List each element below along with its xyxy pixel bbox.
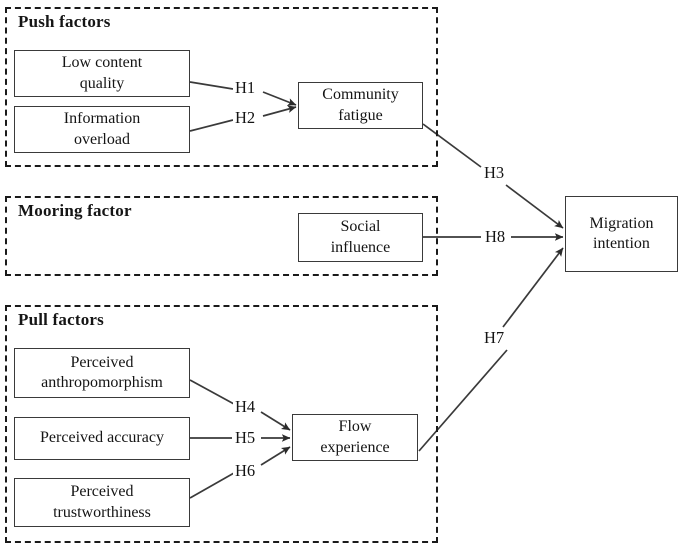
node-label-line2: influence [330, 238, 391, 256]
hypothesis-label-h8: H8 [483, 227, 508, 246]
node-label-line2: quality [79, 74, 125, 92]
node-label-line1: Perceived [70, 483, 134, 501]
hypothesis-label-h3: H3 [482, 163, 507, 182]
edge-h3-arrow [505, 184, 564, 229]
node-label-line1: Low content [61, 54, 143, 72]
node-label-line1: Community [322, 86, 399, 104]
node-label-line2: experience [320, 438, 390, 456]
node-label-line2: fatigue [338, 106, 383, 124]
node-community-fatigue[interactable]: Community fatigue [298, 82, 423, 129]
group-frame-push [5, 7, 438, 167]
hypothesis-label-h6: H6 [233, 461, 258, 480]
group-title-mooring: Mooring factor [18, 201, 132, 220]
node-perceived-trustworthiness[interactable]: Perceived trustworthiness [14, 478, 190, 527]
node-migration-intention[interactable]: Migration intention [565, 196, 678, 272]
node-flow-experience[interactable]: Flow experience [292, 414, 418, 461]
group-frame-mooring [5, 196, 438, 276]
hypothesis-label-h7: H7 [482, 328, 507, 347]
node-low-content-quality[interactable]: Low content quality [14, 50, 190, 97]
node-label-line1: Information [63, 110, 141, 128]
group-title-push: Push factors [18, 12, 111, 31]
node-perceived-accuracy[interactable]: Perceived accuracy [14, 417, 190, 460]
node-label-line2: anthropomorphism [41, 374, 163, 391]
node-social-influence[interactable]: Social influence [298, 213, 423, 262]
hypothesis-label-h4: H4 [233, 397, 258, 416]
hypothesis-label-h2: H2 [233, 108, 258, 127]
group-frame-pull [5, 305, 438, 543]
node-label-line1: Social [340, 218, 381, 236]
group-title-pull: Pull factors [18, 310, 104, 329]
node-label-line2: overload [74, 130, 130, 148]
node-label-line1: Migration [589, 214, 654, 232]
node-perceived-anthropomorphism[interactable]: Perceived anthropomorphism [14, 348, 190, 398]
hypothesis-label-h5: H5 [233, 428, 258, 447]
hypothesis-label-h1: H1 [233, 78, 258, 97]
node-label-line1: Flow [338, 418, 372, 436]
node-information-overload[interactable]: Information overload [14, 106, 190, 153]
node-label-line1: Perceived [70, 353, 134, 371]
edge-h7-arrow [502, 247, 564, 328]
node-label-line1: Perceived accuracy [40, 429, 164, 447]
node-label-line2: trustworthiness [53, 503, 151, 521]
node-label-line2: intention [593, 235, 650, 252]
